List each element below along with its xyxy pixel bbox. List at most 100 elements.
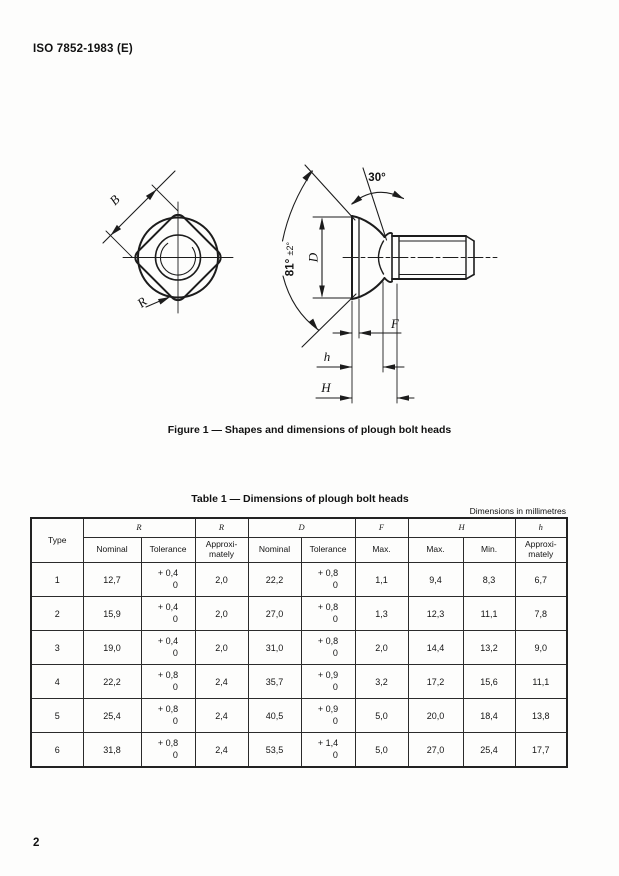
- tolerance-upper: + 1,4: [317, 737, 339, 748]
- cell-h-min: 25,4: [462, 732, 516, 768]
- label-81deg: 81°: [285, 258, 297, 276]
- cell-f-max: 5,0: [354, 732, 409, 768]
- cell-h-min: 11,1: [462, 596, 516, 631]
- arrowhead: [319, 285, 325, 298]
- figure-drawing: B R: [102, 164, 498, 404]
- label-f: F: [390, 316, 400, 331]
- tolerance-lower: 0: [172, 681, 178, 692]
- col-header-tolerance: Tolerance: [300, 537, 356, 563]
- arrowhead: [351, 195, 363, 205]
- col-header-nominal: Nominal: [82, 537, 142, 563]
- cell-f-max: 5,0: [354, 698, 409, 733]
- figure-caption: Figure 1 — Shapes and dimensions of plou…: [167, 424, 452, 436]
- cell-r-nominal: 12,7: [82, 562, 142, 597]
- cell-d-nominal: 35,7: [247, 664, 302, 699]
- tolerance-lower: 0: [332, 613, 338, 624]
- cone-angle-line-top: [304, 164, 356, 221]
- tolerance-lower: 0: [172, 715, 178, 726]
- dimensions-table: Type R R D F H h Nominal Tolerance Appro…: [30, 517, 569, 768]
- arrowhead: [302, 170, 312, 182]
- page-number: 2: [33, 837, 40, 849]
- arrowhead: [308, 318, 318, 330]
- arrowhead: [383, 364, 395, 370]
- cell-r-nominal: 31,8: [82, 732, 142, 768]
- arrowhead: [158, 297, 170, 305]
- col-header-max: Max.: [354, 537, 409, 563]
- cell-h-approx: 9,0: [514, 630, 568, 665]
- cell-h-min: 8,3: [462, 562, 516, 597]
- standard-reference-header: ISO 7852-1983 (E): [33, 43, 133, 55]
- col-group-h: h: [514, 517, 568, 538]
- cell-h-max: 14,4: [407, 630, 464, 665]
- label-h-small: h: [324, 349, 331, 364]
- tolerance-lower: 0: [332, 579, 338, 590]
- cell-h-approx: 6,7: [514, 562, 568, 597]
- tolerance-lower: 0: [172, 579, 178, 590]
- approx-line2: mately: [208, 549, 235, 559]
- tolerance-upper: + 0,8: [317, 635, 339, 646]
- tolerance-lower: 0: [172, 749, 178, 760]
- tolerance-lower: 0: [172, 613, 178, 624]
- neck-corner-bottom: [383, 277, 393, 283]
- col-group-F: F: [354, 517, 409, 538]
- approx-line2: mately: [528, 549, 554, 559]
- header-row-groups: Type R R D F H h: [30, 517, 568, 563]
- table-title: Table 1 — Dimensions of plough bolt head…: [191, 493, 409, 505]
- col-header-nominal: Nominal: [247, 537, 302, 563]
- col-group-R: R: [82, 517, 196, 538]
- col-header-type: Type: [30, 517, 84, 563]
- cone-edge-top: [351, 215, 386, 238]
- tolerance-upper: + 0,4: [157, 567, 179, 578]
- tolerance-upper: + 0,9: [317, 669, 339, 680]
- cell-h-min: 13,2: [462, 630, 516, 665]
- label-b: B: [106, 192, 122, 208]
- tolerance-lower: 0: [332, 647, 338, 658]
- cell-f-max: 1,1: [354, 562, 409, 597]
- cell-d-nominal: 27,0: [247, 596, 302, 631]
- cell-h-approx: 7,8: [514, 596, 568, 631]
- shank-circle: [154, 234, 202, 281]
- arrowhead: [319, 217, 325, 230]
- cell-d-nominal: 31,0: [247, 630, 302, 665]
- cone-angle-line-bottom: [301, 293, 357, 348]
- tolerance-lower: 0: [332, 681, 338, 692]
- col-header-min: Min.: [462, 537, 516, 563]
- header-row-subs: Nominal Tolerance Approxi-mately Nominal…: [31, 537, 568, 563]
- cell-r-nominal: 15,9: [82, 596, 142, 631]
- arrowhead: [392, 190, 404, 199]
- units-note: Dimensions in millimetres: [469, 506, 566, 516]
- square-neck-outline: [134, 213, 222, 302]
- arrowhead: [110, 224, 122, 236]
- cell-h-max: 27,0: [407, 732, 464, 768]
- cell-f-max: 3,2: [354, 664, 409, 699]
- tolerance-upper: + 0,8: [317, 601, 339, 612]
- cell-r-approx: 2,0: [194, 630, 249, 665]
- chamfer-angle-line: [362, 167, 388, 241]
- cell-r-nominal: 25,4: [82, 698, 142, 733]
- cell-h-max: 12,3: [407, 596, 464, 631]
- head-circle: [137, 216, 219, 299]
- tolerance-lower: 0: [172, 647, 178, 658]
- chamfer-top: [465, 235, 475, 242]
- cell-d-nominal: 22,2: [247, 562, 302, 597]
- cell-h-max: 9,4: [407, 562, 464, 597]
- cell-type: 4: [30, 664, 84, 699]
- tolerance-upper: + 0,4: [157, 601, 179, 612]
- cell-h-approx: 13,8: [514, 698, 568, 733]
- label-h-total: H: [320, 380, 331, 395]
- tolerance-upper: + 0,4: [157, 635, 179, 646]
- arrowhead: [397, 395, 409, 401]
- cell-h-approx: 17,7: [514, 732, 568, 768]
- tolerance-upper: + 0,8: [317, 567, 339, 578]
- front-view: B R: [102, 170, 234, 314]
